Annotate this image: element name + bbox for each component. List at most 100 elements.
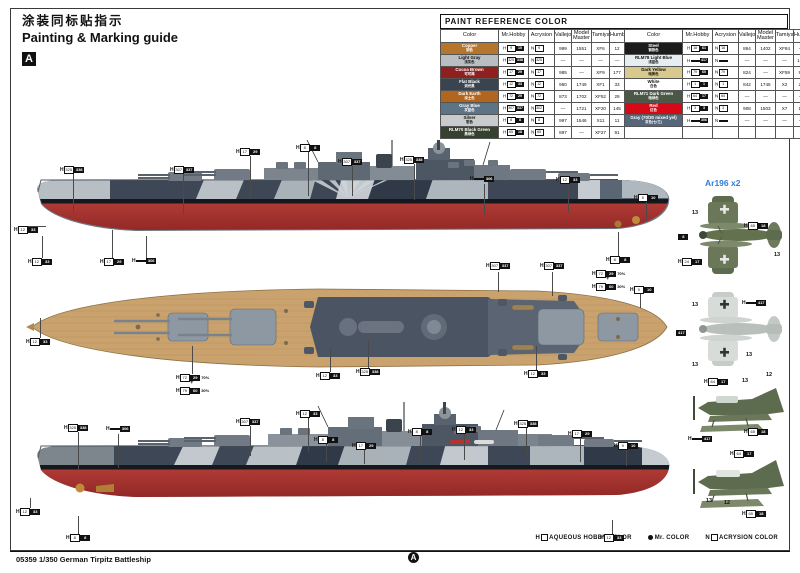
modelmaster-left: — [571, 54, 592, 67]
col-tamiya-left: Tamiya [591, 29, 610, 43]
empty-cell [738, 126, 756, 139]
tamiya-left: XF27 [591, 126, 610, 139]
mix-percent: 30% [201, 388, 210, 394]
paint-prefix: H [470, 176, 474, 183]
paint-code-box: 12 [559, 176, 570, 184]
aircraft-callout-p5[interactable]: 417 [676, 330, 687, 336]
modelmaster-right: 1503 [755, 102, 776, 115]
paint-code-black: 306 [120, 426, 131, 432]
mix-plus-sign: + [190, 380, 194, 386]
ship-plan-view [18, 275, 678, 380]
tamiya-right: XF84 [775, 42, 794, 55]
paint-prefix: H [14, 227, 18, 234]
paint-code-box: 9 [617, 442, 628, 450]
leader-line [368, 340, 369, 368]
modelmaster-right: — [755, 66, 776, 79]
paint-code-black: 29 [250, 149, 261, 155]
humbrol-left: 12 [609, 42, 625, 55]
paint-code-box: 8 [317, 436, 328, 444]
paint-code-box [135, 260, 146, 262]
paint-prefix: H [614, 443, 618, 450]
paint-prefix: H [730, 451, 734, 458]
paint-prefix: H [742, 300, 746, 307]
humbrol-right: — [793, 42, 800, 55]
floats [700, 316, 752, 342]
bow-tip [26, 323, 34, 331]
part-number: 13 [774, 252, 781, 258]
modelmaster-left: 1749 [571, 78, 592, 91]
paint-prefix: H [132, 258, 136, 265]
paint-code-black: 337 [184, 167, 195, 173]
paint-code-black: 417 [702, 436, 713, 442]
aircraft-callout-p2[interactable]: 8 [678, 234, 689, 240]
modelmaster-right: 1745 [755, 78, 776, 91]
tirpitz-port-profile-svg [37, 402, 670, 497]
hull-paint-bands [37, 180, 669, 230]
legend-mrcolor-label: Mr. COLOR [654, 535, 690, 542]
paint-code-box: 12 [299, 410, 310, 418]
paint-code-box: 307 [173, 166, 184, 174]
paint-prefix: H [568, 431, 572, 438]
modelmaster-left: 1546 [571, 114, 592, 127]
paint-prefix: H [316, 373, 320, 380]
aircraft-top-view-light [688, 288, 788, 372]
tamiya-left: XF20 [591, 102, 610, 115]
paint-code-box: 17 [355, 442, 366, 450]
paint-prefix: H [634, 195, 638, 202]
ar196-top-view-light-svg [699, 292, 782, 366]
